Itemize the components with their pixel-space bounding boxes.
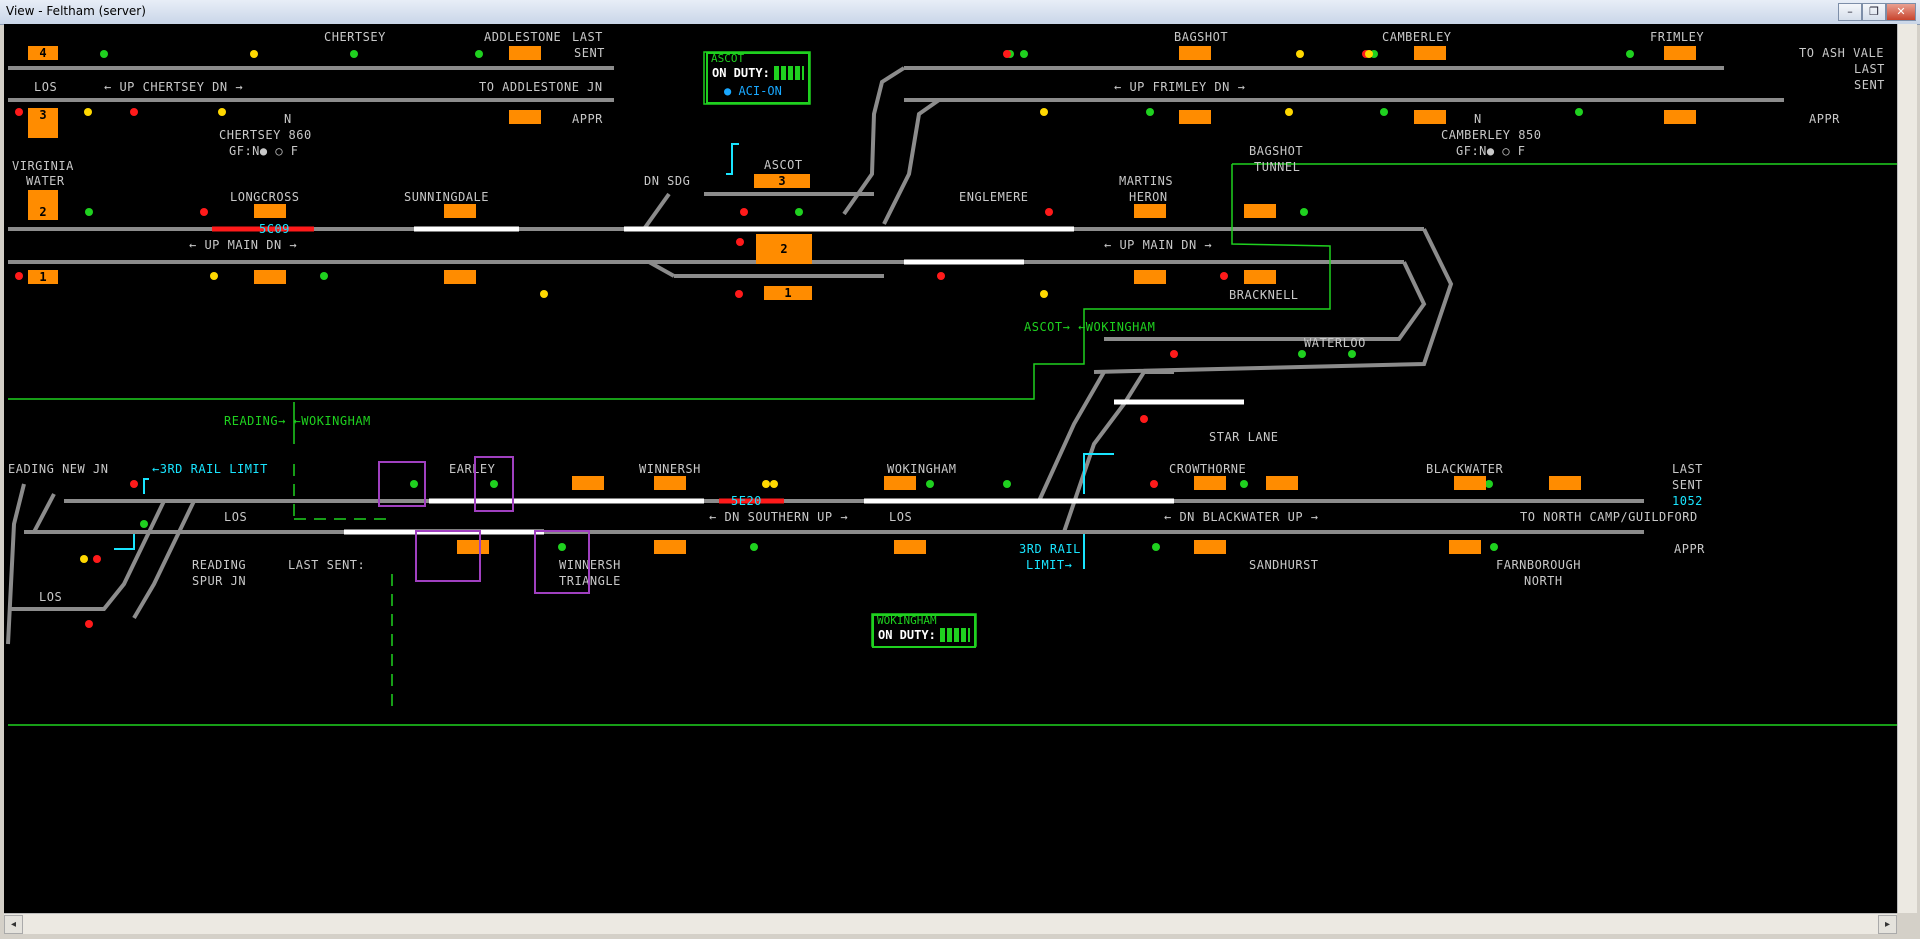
label-earley: EARLEY	[449, 462, 496, 476]
label-sent-right: SENT	[1854, 78, 1885, 92]
ascot-duty-panel[interactable]: ASCOT ON DUTY: ● ACI-ON	[706, 52, 810, 104]
label-los-mid: LOS	[224, 510, 248, 524]
label-appr-right: APPR	[1809, 112, 1840, 126]
label-last-top: LAST	[572, 30, 603, 44]
wokingham-panel-header: WOKINGHAM	[877, 614, 937, 627]
label-camberley-850: CAMBERLEY 850	[1441, 128, 1542, 142]
label-virginia-water: VIRGINIA	[12, 159, 74, 173]
label-chertsey: CHERTSEY	[324, 30, 386, 44]
label-bagshot: BAGSHOT	[1174, 30, 1229, 44]
signalling-diagram[interactable]: CHERTSEY ADDLESTONE LAST SENT APPR ← UP …	[4, 24, 1897, 913]
wokingham-on-duty: ON DUTY:	[878, 628, 936, 642]
minimize-button[interactable]: –	[1838, 3, 1862, 21]
label-virginia-water-2: WATER	[26, 174, 65, 188]
berth-1052[interactable]: 1052	[1672, 494, 1703, 508]
label-reading-spur: READING	[192, 558, 247, 572]
label-martins-heron-2: HERON	[1129, 190, 1168, 204]
label-farnborough: FARNBOROUGH	[1496, 558, 1581, 572]
label-last-low: LAST	[1672, 462, 1703, 476]
label-up-frimley-dn: ← UP FRIMLEY DN →	[1114, 80, 1246, 94]
label-los-wok: LOS	[889, 510, 913, 524]
label-last-sent-mid: LAST SENT:	[288, 558, 366, 572]
berth-1[interactable]: 1	[28, 270, 58, 284]
label-reading-wokingham: READING→ ←WOKINGHAM	[224, 414, 371, 428]
label-bagshot-tunnel: BAGSHOT	[1249, 144, 1304, 158]
label-bagshot-tunnel-2: TUNNEL	[1254, 160, 1301, 174]
label-to-ash-vale: TO ASH VALE	[1799, 46, 1884, 60]
berth-ascot-1[interactable]: 1	[764, 286, 812, 300]
close-button[interactable]: ✕	[1886, 3, 1916, 21]
title-bar: View - Feltham (server) – ❐ ✕	[0, 0, 1920, 25]
label-third-rail-limit-r: 3RD RAIL	[1019, 542, 1081, 556]
highlight-earley-berth[interactable]	[415, 530, 481, 582]
label-waterloo: WATERLOO	[1304, 336, 1366, 350]
label-n-left: N	[284, 112, 292, 126]
ascot-panel-header: ASCOT	[711, 52, 745, 65]
label-los-top: LOS	[34, 80, 58, 94]
label-to-addlestone: TO ADDLESTONE JN	[479, 80, 603, 94]
label-crowthorne: CROWTHORNE	[1169, 462, 1247, 476]
ascot-duty-bars	[774, 66, 804, 80]
label-wokingham: WOKINGHAM	[887, 462, 957, 476]
wokingham-duty-bars	[940, 628, 970, 642]
label-gf-left: GF:N● ○ F	[229, 144, 299, 158]
track-layout	[6, 50, 1897, 726]
label-dn-sdg: DN SDG	[644, 174, 691, 188]
label-sent-top: SENT	[574, 46, 605, 60]
label-up-main-dn-right: ← UP MAIN DN →	[1104, 238, 1213, 252]
label-appr-top: APPR	[572, 112, 603, 126]
horizontal-scrollbar[interactable]: ◂ ▸	[4, 913, 1897, 934]
label-winnersh: WINNERSH	[639, 462, 701, 476]
label-sunningdale: SUNNINGDALE	[404, 190, 489, 204]
berth-3[interactable]: 3	[28, 108, 58, 138]
label-dn-southern-up: ← DN SOUTHERN UP →	[709, 510, 849, 524]
label-sent-low: SENT	[1672, 478, 1703, 492]
label-star-lane: STAR LANE	[1209, 430, 1279, 444]
berth-4[interactable]: 4	[28, 46, 58, 60]
label-appr-low: APPR	[1674, 542, 1705, 556]
scroll-right-icon[interactable]: ▸	[1878, 915, 1897, 934]
label-last-right: LAST	[1854, 62, 1885, 76]
highlight-winnersh-triangle[interactable]	[534, 530, 590, 594]
highlight-earley-signal-2[interactable]	[474, 456, 514, 512]
label-ascot-wokingham: ASCOT→ ←WOKINGHAM	[1024, 320, 1156, 334]
label-blackwater: BLACKWATER	[1426, 462, 1504, 476]
label-n-right: N	[1474, 112, 1482, 126]
wokingham-duty-panel[interactable]: WOKINGHAM ON DUTY:	[872, 614, 976, 648]
berth-ascot-3[interactable]: 3	[754, 174, 810, 188]
label-farnborough-2: NORTH	[1524, 574, 1563, 588]
label-frimley: FRIMLEY	[1650, 30, 1705, 44]
label-gf-right: GF:N● ○ F	[1456, 144, 1526, 158]
label-up-main-dn-left: ← UP MAIN DN →	[189, 238, 298, 252]
label-camberley: CAMBERLEY	[1382, 30, 1452, 44]
label-to-north-camp: TO NORTH CAMP/GUILDFORD	[1520, 510, 1698, 524]
label-chertsey-860: CHERTSEY 860	[219, 128, 312, 142]
label-sandhurst: SANDHURST	[1249, 558, 1319, 572]
scroll-left-icon[interactable]: ◂	[4, 915, 23, 934]
berth-2-virginia[interactable]: 2	[28, 190, 58, 220]
vertical-scrollbar[interactable]	[1897, 24, 1917, 913]
label-third-rail-limit-r-2: LIMIT→	[1026, 558, 1073, 572]
label-reading-spur-2: SPUR JN	[192, 574, 247, 588]
label-englemere: ENGLEMERE	[959, 190, 1029, 204]
berth-5e20[interactable]: 5E20	[731, 494, 762, 508]
window-title: View - Feltham (server)	[6, 4, 146, 18]
berth-ascot-2[interactable]: 2	[756, 234, 812, 264]
berth-5c09[interactable]: 5C09	[259, 222, 290, 236]
label-third-rail-limit: ←3RD RAIL LIMIT	[152, 462, 268, 476]
label-addlestone: ADDLESTONE	[484, 30, 562, 44]
label-martins-heron: MARTINS	[1119, 174, 1174, 188]
label-dn-blackwater-up: ← DN BLACKWATER UP →	[1164, 510, 1319, 524]
label-up-chertsey-dn: ← UP CHERTSEY DN →	[104, 80, 244, 94]
label-los-low: LOS	[39, 590, 63, 604]
label-reading-new-jn: EADING NEW JN	[8, 462, 109, 476]
label-ascot: ASCOT	[764, 158, 803, 172]
highlight-earley-signal[interactable]	[378, 461, 426, 507]
maximize-button[interactable]: ❐	[1862, 3, 1886, 21]
label-longcross: LONGCROSS	[230, 190, 300, 204]
ascot-aci-status: ● ACI-ON	[724, 84, 782, 98]
label-bracknell: BRACKNELL	[1229, 288, 1299, 302]
ascot-on-duty: ON DUTY:	[712, 66, 770, 80]
